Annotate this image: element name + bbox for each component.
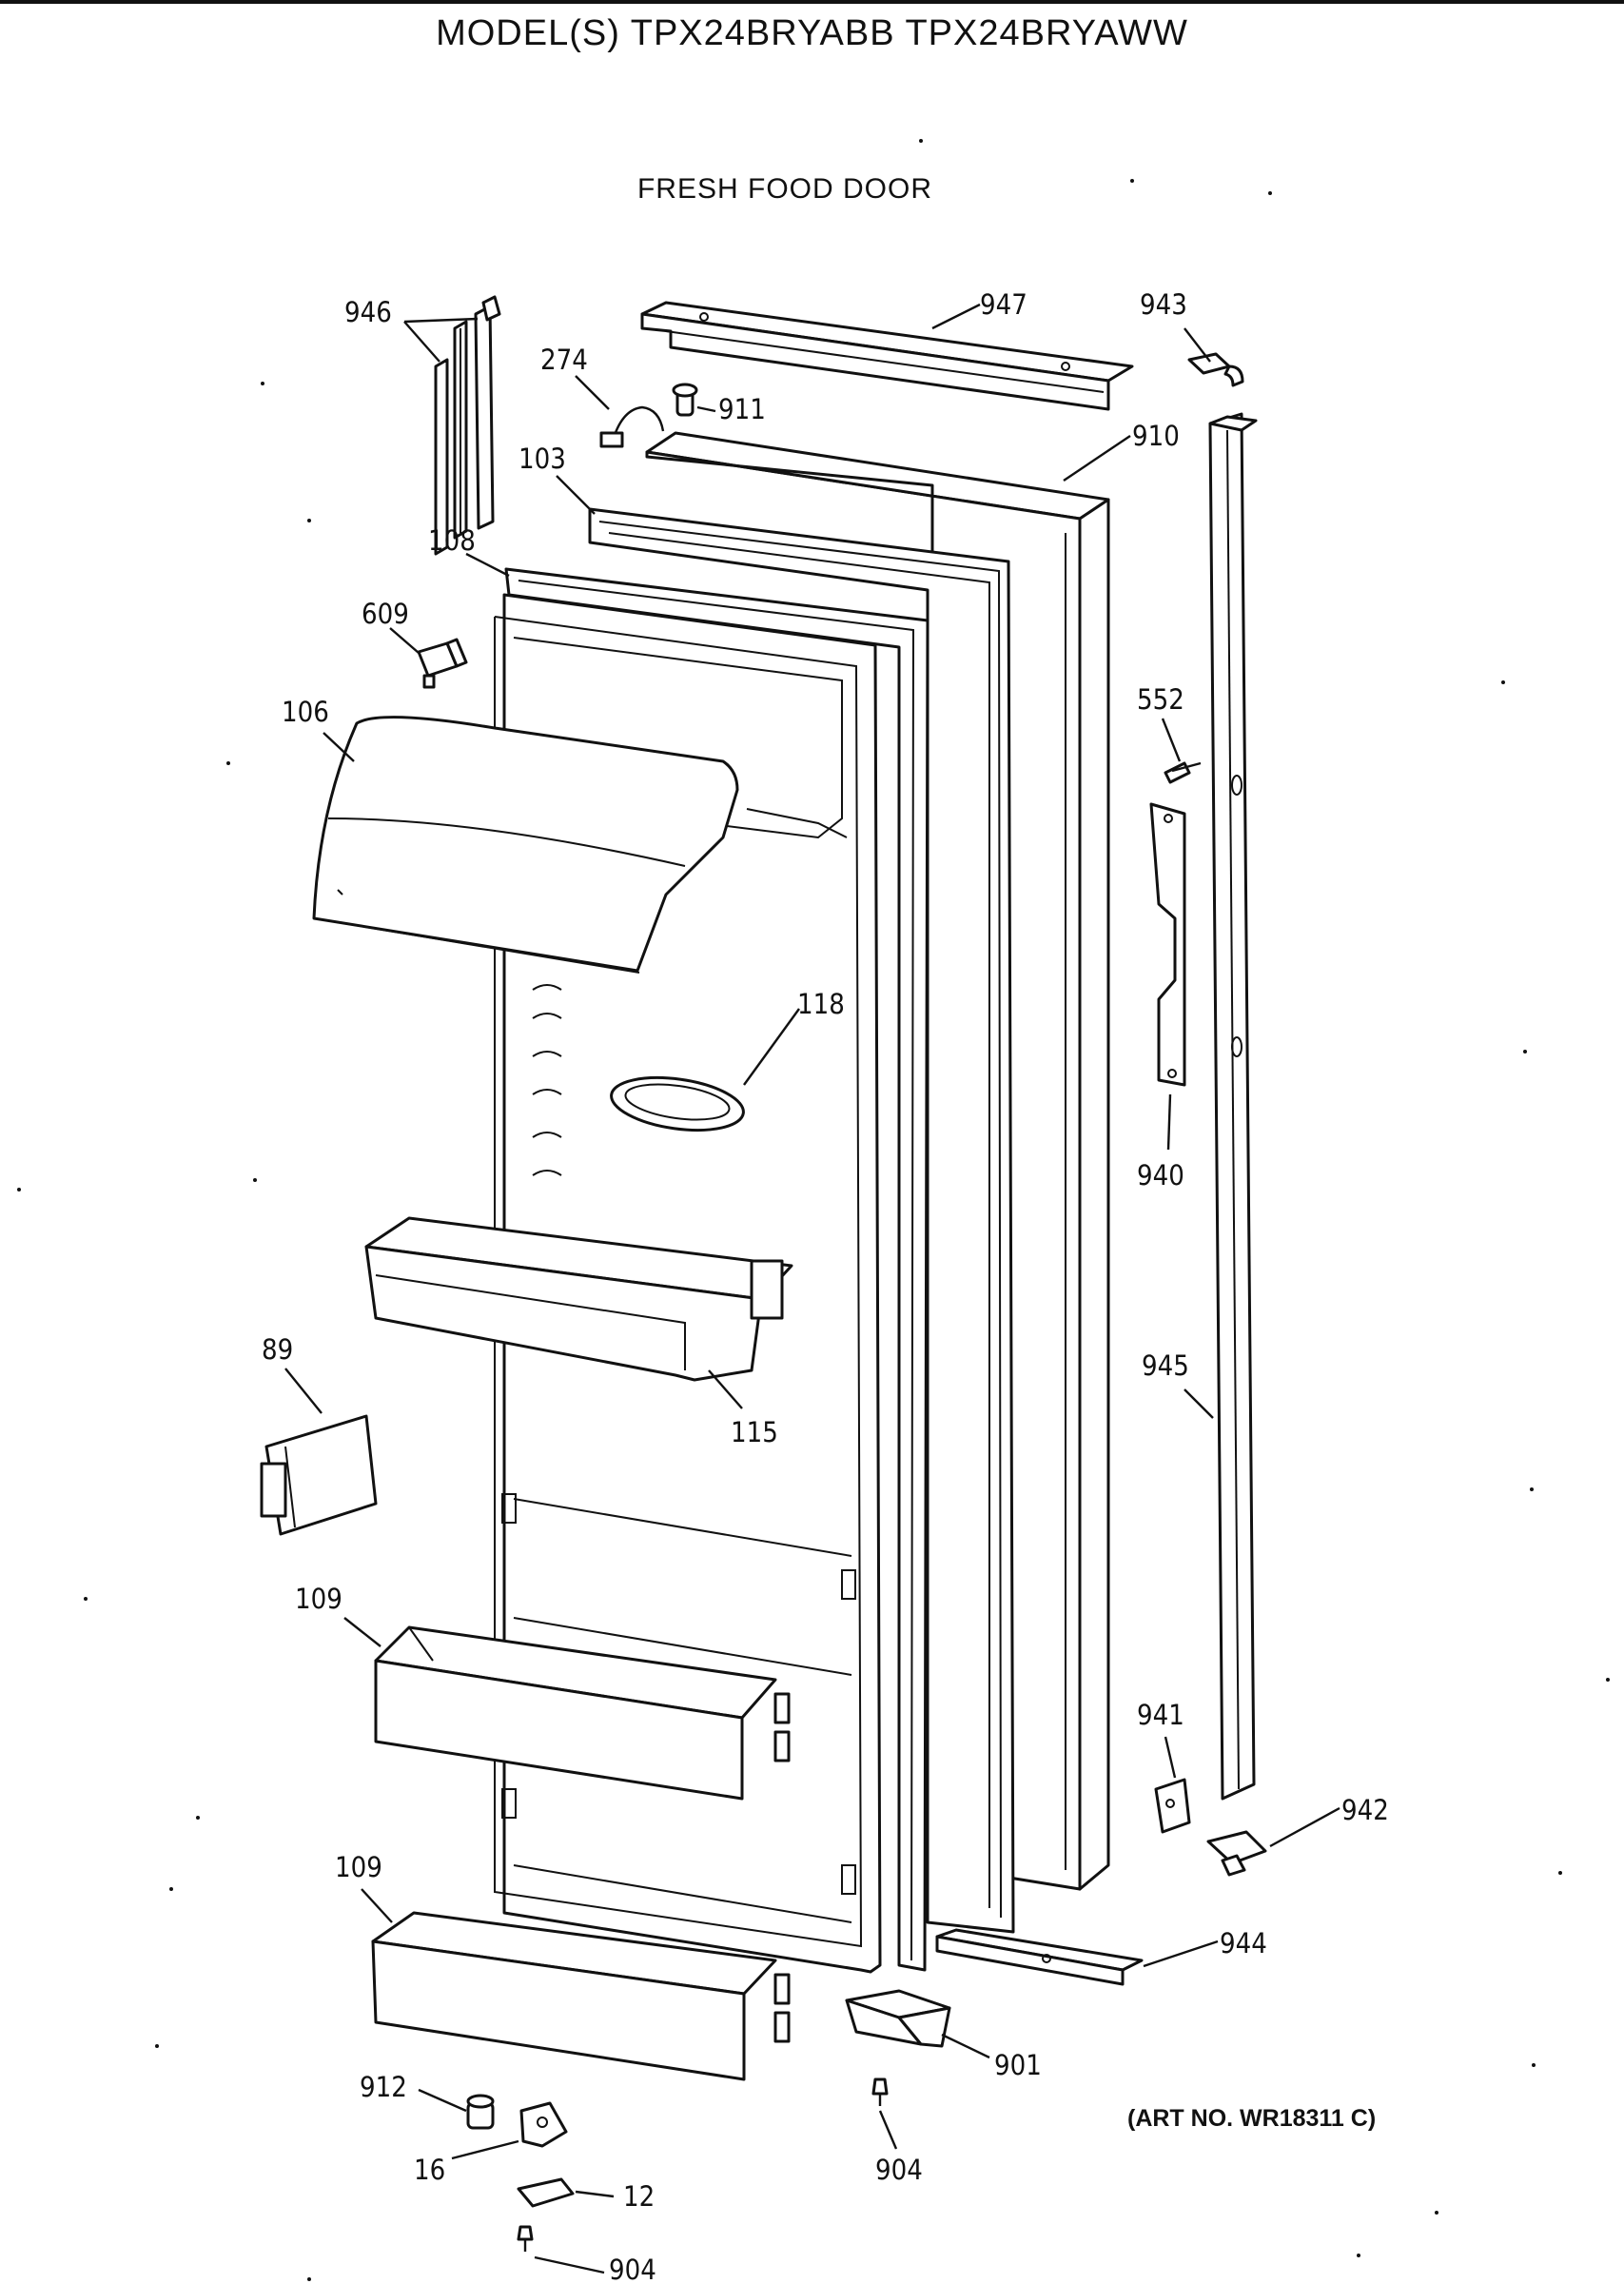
- part-912-cap: [466, 2094, 495, 2130]
- part-118-egg-tray: [610, 1075, 745, 1132]
- part-943-bracket: [1187, 352, 1244, 387]
- part-941-hinge: [1154, 1778, 1191, 1834]
- model-title: MODEL(S) TPX24BRYABB TPX24BRYAWW: [436, 13, 1188, 53]
- callout-944: 944: [1220, 1927, 1267, 1959]
- part-940-hinge-bracket: [1149, 802, 1186, 1087]
- part-89-light-cover: [260, 1414, 378, 1536]
- callout-946: 946: [344, 296, 392, 328]
- callout-941: 941: [1137, 1699, 1184, 1731]
- callout-leader-lines: [284, 303, 1340, 2274]
- part-103-gasket: [588, 507, 1015, 1934]
- top-border-rule: [0, 0, 1624, 4]
- callout-904-right: 904: [875, 2154, 923, 2186]
- callout-109-upper: 109: [295, 1583, 342, 1615]
- callout-942: 942: [1341, 1794, 1389, 1826]
- part-945-handle-trim: [1208, 412, 1258, 1801]
- callout-12: 12: [623, 2180, 655, 2213]
- part-274-wire-harness: [599, 405, 665, 448]
- callout-912: 912: [360, 2071, 407, 2103]
- part-911-plug: [672, 383, 698, 417]
- part-115-door-shelf: [364, 1216, 793, 1382]
- part-904-screw-a: [871, 2077, 889, 2106]
- part-942-hinge-pin: [1206, 1830, 1267, 1877]
- part-947-door-cap: [640, 301, 1134, 411]
- callout-904-bottom: 904: [609, 2254, 656, 2284]
- callout-901: 901: [994, 2049, 1042, 2081]
- section-title: FRESH FOOD DOOR: [636, 173, 932, 205]
- callout-106: 106: [282, 696, 329, 728]
- part-901-bracket: [845, 1989, 951, 2048]
- part-904-screw-b: [517, 2225, 534, 2252]
- scan-specks: [17, 139, 1610, 2281]
- part-12-shim: [517, 2177, 575, 2208]
- callout-109-lower: 109: [335, 1851, 382, 1883]
- callout-911: 911: [718, 393, 766, 425]
- callout-89: 89: [262, 1333, 293, 1366]
- art-number: (ART NO. WR18311 C): [1127, 2105, 1377, 2132]
- part-16-bearing: [519, 2101, 568, 2148]
- callout-103: 103: [519, 443, 566, 475]
- callout-609: 609: [362, 598, 409, 630]
- callout-910: 910: [1132, 420, 1180, 452]
- part-944-bottom-trim: [935, 1928, 1144, 1986]
- part-946-trim-strips: [434, 295, 501, 556]
- callout-274: 274: [540, 344, 588, 376]
- callout-labels: 946 274 911 947 943 910 103 108 609 552 …: [262, 288, 1389, 2284]
- part-106-dairy-compartment: [312, 716, 739, 974]
- callout-108: 108: [428, 524, 476, 557]
- callout-940: 940: [1137, 1159, 1184, 1191]
- part-109-door-bin-upper: [374, 1625, 791, 1801]
- callout-115: 115: [731, 1416, 778, 1448]
- callout-16: 16: [414, 2154, 445, 2186]
- callout-943: 943: [1140, 288, 1187, 321]
- callout-552: 552: [1137, 683, 1184, 716]
- callout-947: 947: [980, 288, 1027, 321]
- part-109-door-bin-lower: [371, 1911, 791, 2081]
- part-609-switch: [417, 638, 468, 689]
- callout-945: 945: [1142, 1349, 1189, 1382]
- part-552-screw: [1164, 761, 1202, 784]
- callout-118: 118: [797, 988, 845, 1020]
